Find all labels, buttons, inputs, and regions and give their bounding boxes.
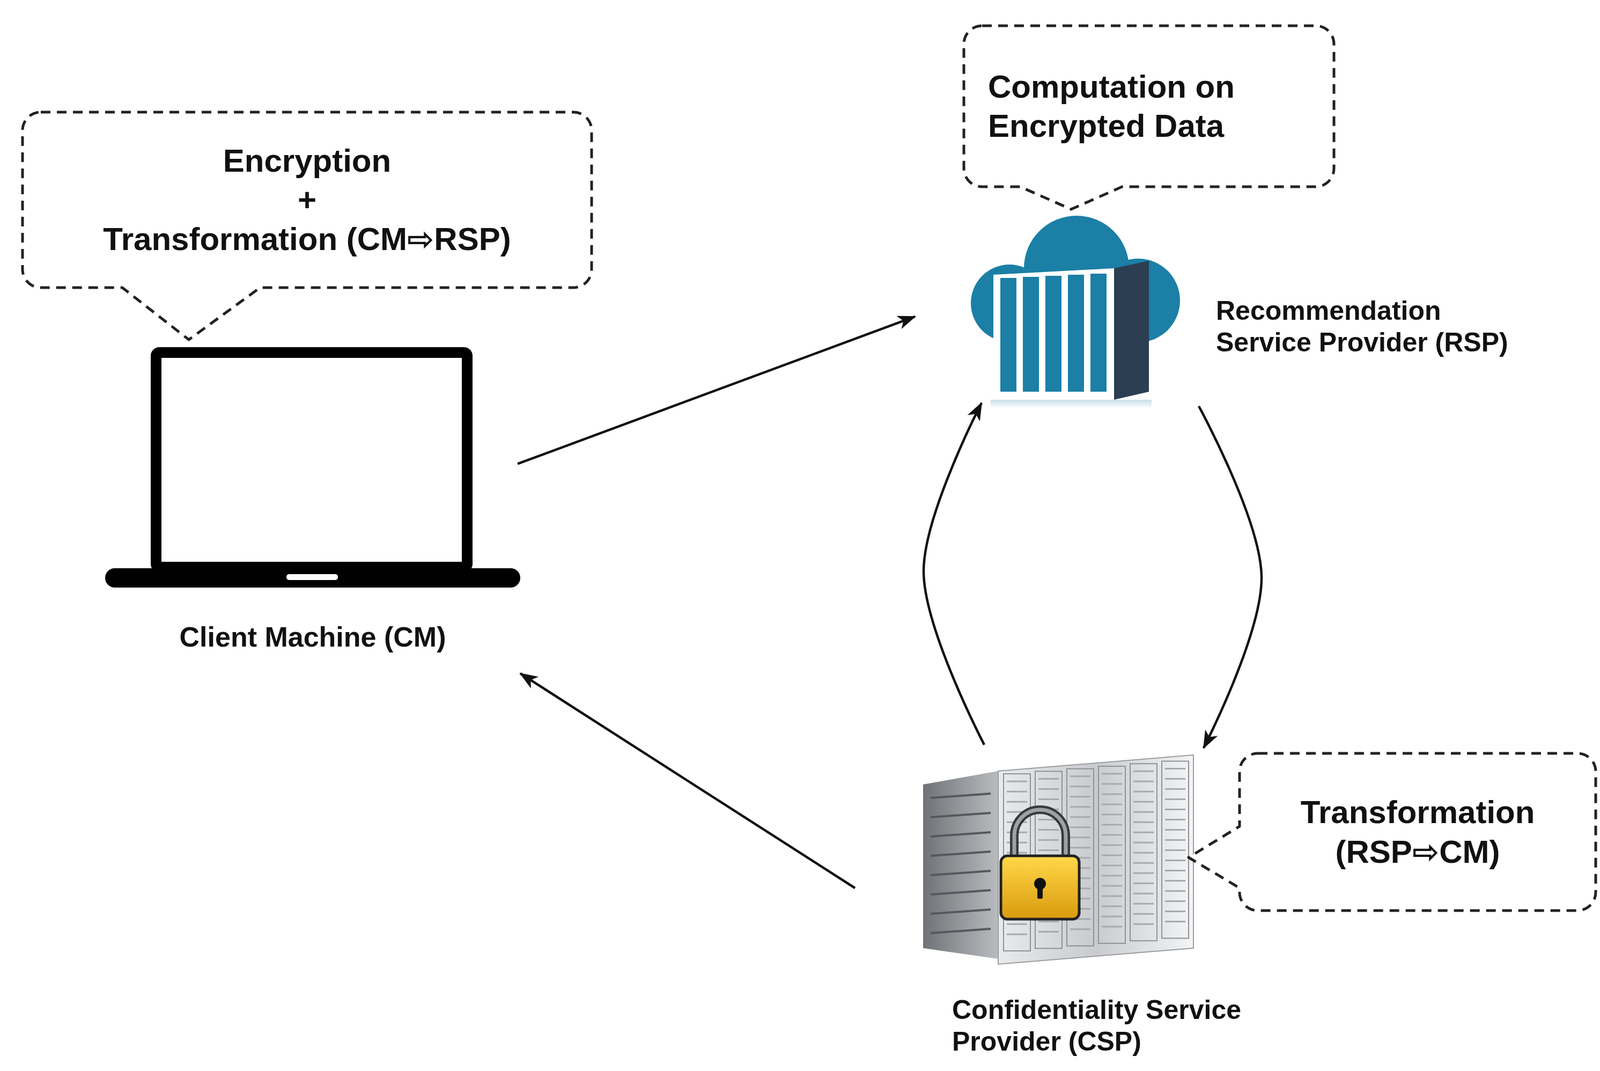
node-label: Client Machine (CM): [83, 620, 542, 654]
callout-text: Computation on Encrypted Data: [987, 67, 1310, 146]
flow-arrow: [517, 316, 916, 464]
laptop-icon: Client Machine (CM): [105, 347, 521, 591]
callout-text: Transformation (RSP⇨CM): [1267, 792, 1568, 871]
flow-arrow: [923, 402, 985, 745]
callout-outline: [1239, 753, 1596, 911]
callout-bubble: Computation on Encrypted Data: [963, 25, 1334, 187]
callout-outline: [963, 25, 1334, 187]
node-label-holder: Client Machine (CM): [83, 620, 542, 654]
node-label: Recommendation Service Provider (RSP): [1215, 295, 1533, 359]
callout-text: Encryption: [223, 141, 392, 181]
laptop-illustration: [105, 347, 521, 591]
node-label-holder: Confidentiality Service Provider (CSP): [952, 993, 1285, 1058]
server-illustration: [923, 754, 1194, 964]
callout-border: [963, 25, 1334, 210]
cloud-icon: Recommendation Service Provider (RSP): [963, 214, 1184, 409]
callout-border: [22, 112, 592, 340]
node-label: Confidentiality Service Provider (CSP): [952, 993, 1285, 1058]
callout-bubble: Transformation (RSP⇨CM): [1239, 753, 1596, 911]
server-icon: Confidentiality Service Provider (CSP): [923, 754, 1194, 964]
node-label-holder: Recommendation Service Provider (RSP): [1215, 295, 1533, 359]
flow-arrow: [520, 673, 855, 888]
callout-text: Transformation (CM⇨RSP): [102, 219, 511, 259]
flow-arrow: [1198, 406, 1262, 748]
cloud-illustration: [963, 214, 1184, 409]
callout-bubble: Encryption+Transformation (CM⇨RSP): [22, 112, 592, 288]
callout-border: [1188, 753, 1596, 911]
callout-text: +: [297, 180, 317, 220]
